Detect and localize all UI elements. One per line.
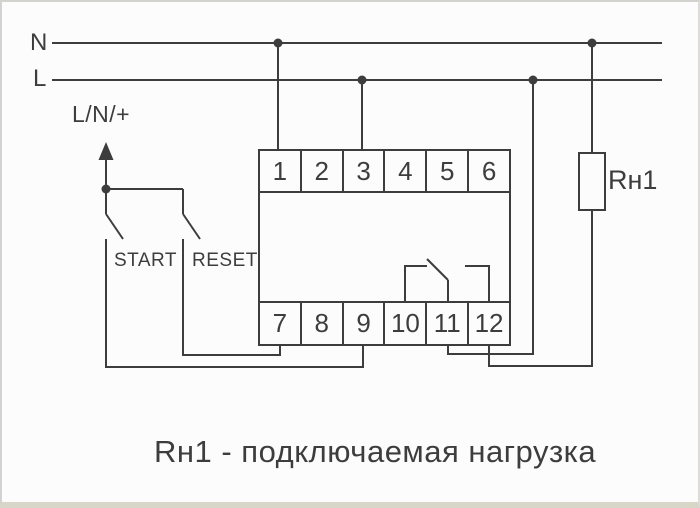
neutral-bus-label: N — [30, 29, 48, 56]
junction-dot-supply — [101, 184, 111, 194]
supply-label: L/N/+ — [72, 101, 131, 127]
relay-contact-arm-terminal12 — [465, 265, 490, 301]
terminal-9: 9 — [344, 303, 386, 344]
terminal-10: 10 — [385, 303, 428, 344]
terminal-6: 6 — [481, 155, 497, 186]
relay-contact-blade — [426, 258, 449, 281]
wire-terminal11-to-l — [447, 80, 534, 355]
terminal-8: 8 — [302, 303, 344, 344]
terminal-7: 7 — [260, 303, 302, 344]
wire-load-to-terminal12 — [488, 210, 593, 367]
line-bus-label: L — [33, 65, 47, 92]
junction-dot-l-terminal11 — [528, 75, 538, 85]
terminal-row-bottom: 7 8 9 10 11 12 — [258, 301, 511, 346]
reset-switch-blade — [182, 213, 201, 240]
start-button-label: START — [114, 250, 178, 271]
wire-reset-to-terminal7 — [182, 239, 281, 356]
terminal-1: 1 — [260, 151, 302, 191]
load-label: Rн1 — [608, 165, 658, 195]
terminal-row-top: 1 2 3 4 5 6 — [258, 149, 511, 193]
supply-arrowhead-icon — [98, 142, 114, 160]
reset-button-label: RESET — [192, 250, 258, 271]
caption: Rн1 - подключаемая нагрузка — [154, 434, 597, 469]
terminal-5: 5 — [427, 151, 470, 191]
junction-dot-n-terminal1 — [273, 38, 283, 48]
relay-contact-arm-terminal10 — [404, 265, 427, 301]
start-switch-blade — [105, 213, 124, 240]
load-resistor-symbol — [578, 152, 606, 211]
terminal-2: 2 — [302, 151, 344, 191]
terminal-12: 12 — [474, 308, 504, 338]
terminal-4: 4 — [385, 151, 428, 191]
junction-dot-l-terminal3 — [357, 75, 367, 85]
wire-start-to-terminal9 — [105, 239, 364, 368]
junction-dot-n-load — [587, 38, 597, 48]
terminal-3: 3 — [344, 151, 386, 191]
terminal-11: 11 — [427, 303, 470, 344]
